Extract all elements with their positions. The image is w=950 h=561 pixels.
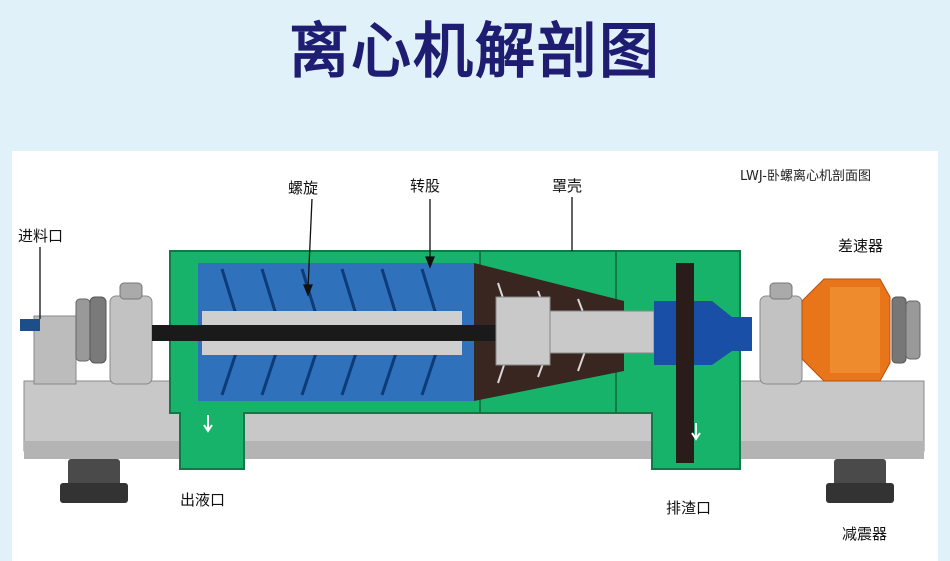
- diagram-subtitle: LWJ-卧螺离心机剖面图: [740, 169, 871, 184]
- damper-left: [68, 459, 120, 487]
- label-liquid-outlet: 出液口: [180, 491, 226, 509]
- label-bowl: 转股: [410, 177, 441, 195]
- label-slag-outlet: 排渣口: [666, 499, 712, 517]
- centrifuge-cross-section: [20, 197, 925, 503]
- inner-cylinder-right: [549, 310, 655, 354]
- label-screw: 螺旋: [288, 179, 319, 197]
- label-feed-inlet: 进料口: [18, 227, 64, 245]
- left-support: [33, 315, 77, 385]
- inner-cylinder-left: [495, 296, 551, 366]
- page-title: 离心机解剖图: [289, 17, 661, 87]
- left-bearing: [109, 295, 153, 385]
- right-bearing: [759, 295, 803, 385]
- label-housing: 罩壳: [552, 177, 583, 195]
- slag-discharge-wall: [676, 263, 694, 463]
- base-frame-lower: [24, 441, 924, 459]
- label-damper: 减震器: [842, 525, 888, 543]
- diagram-panel: LWJ-卧螺离心机剖面图 进料口 螺旋 转股 罩壳 差速器 出液口 排渣口 减震…: [12, 151, 938, 561]
- label-differential: 差速器: [838, 237, 884, 255]
- damper-right: [834, 459, 886, 487]
